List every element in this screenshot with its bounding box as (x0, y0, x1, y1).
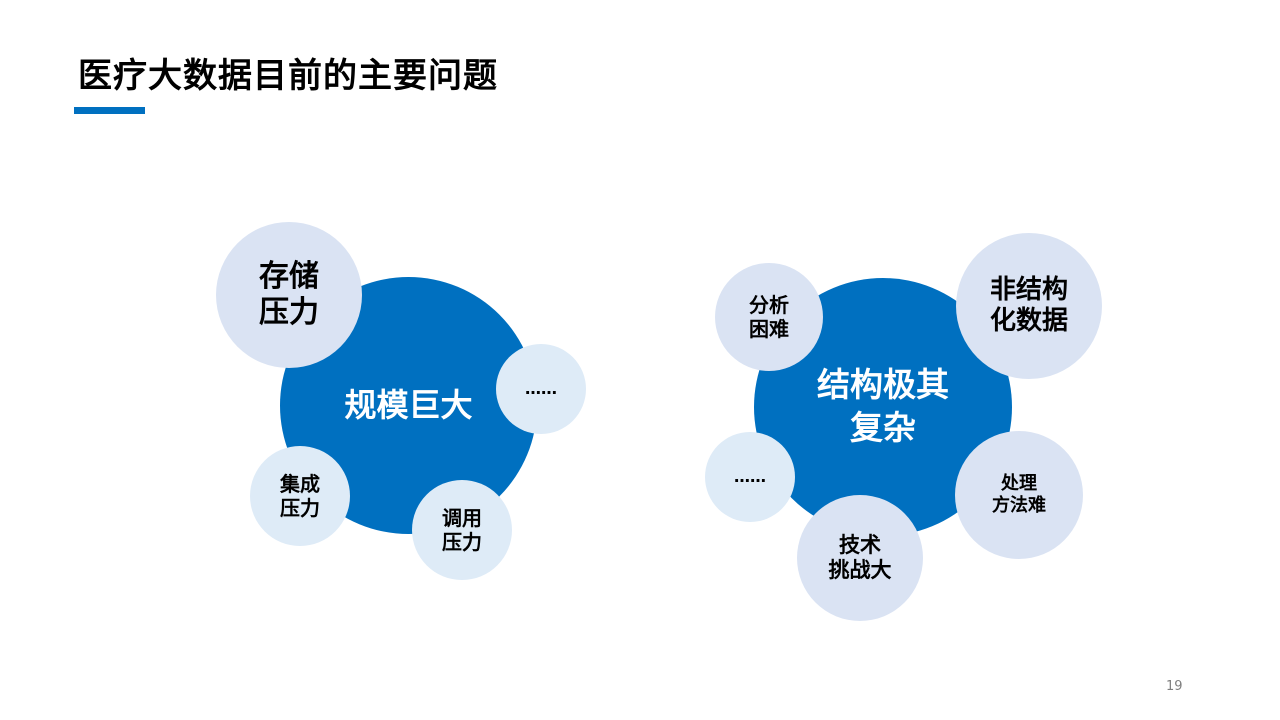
title-underline (74, 107, 145, 114)
page-title: 医疗大数据目前的主要问题 (78, 56, 498, 96)
bubble-label: 处理 (1001, 473, 1037, 495)
bubble-technical-challenge: 技术 挑战大 (797, 495, 923, 621)
bubble-label: 压力 (259, 295, 319, 330)
bubble-label: 困难 (749, 317, 789, 341)
bubble-label: 压力 (442, 530, 482, 554)
bubble-storage-pressure: 存储 压力 (216, 222, 362, 368)
bubble-label: 分析 (749, 293, 789, 317)
bubble-label: 存储 (259, 259, 319, 294)
bubble-invocation-pressure: 调用 压力 (412, 480, 512, 580)
bubble-label: 非结构 (989, 274, 1068, 305)
bubble-label: …… (525, 379, 557, 399)
bubble-more: …… (705, 432, 795, 522)
bubble-label: 技术 (839, 532, 881, 557)
bubble-integration-pressure: 集成 压力 (250, 446, 350, 546)
bubble-unstructured-data: 非结构 化数据 (956, 233, 1102, 379)
bubble-label: 挑战大 (828, 558, 892, 582)
bubble-label: 集成 (280, 472, 320, 496)
center-label: 规模巨大 (344, 386, 473, 425)
bubble-label: 压力 (280, 496, 320, 520)
bubble-processing-difficult: 处理 方法难 (955, 431, 1083, 559)
bubble-more: …… (496, 344, 586, 434)
bubble-label: 方法难 (992, 495, 1046, 516)
bubble-label: …… (734, 467, 766, 487)
bubble-analysis-difficult: 分析 困难 (715, 263, 823, 371)
bubble-label: 化数据 (989, 306, 1068, 336)
bubble-label: 调用 (442, 506, 482, 530)
center-label: 结构极其 (817, 365, 949, 405)
page-number: 19 (1166, 679, 1183, 694)
center-label: 复杂 (850, 408, 916, 447)
